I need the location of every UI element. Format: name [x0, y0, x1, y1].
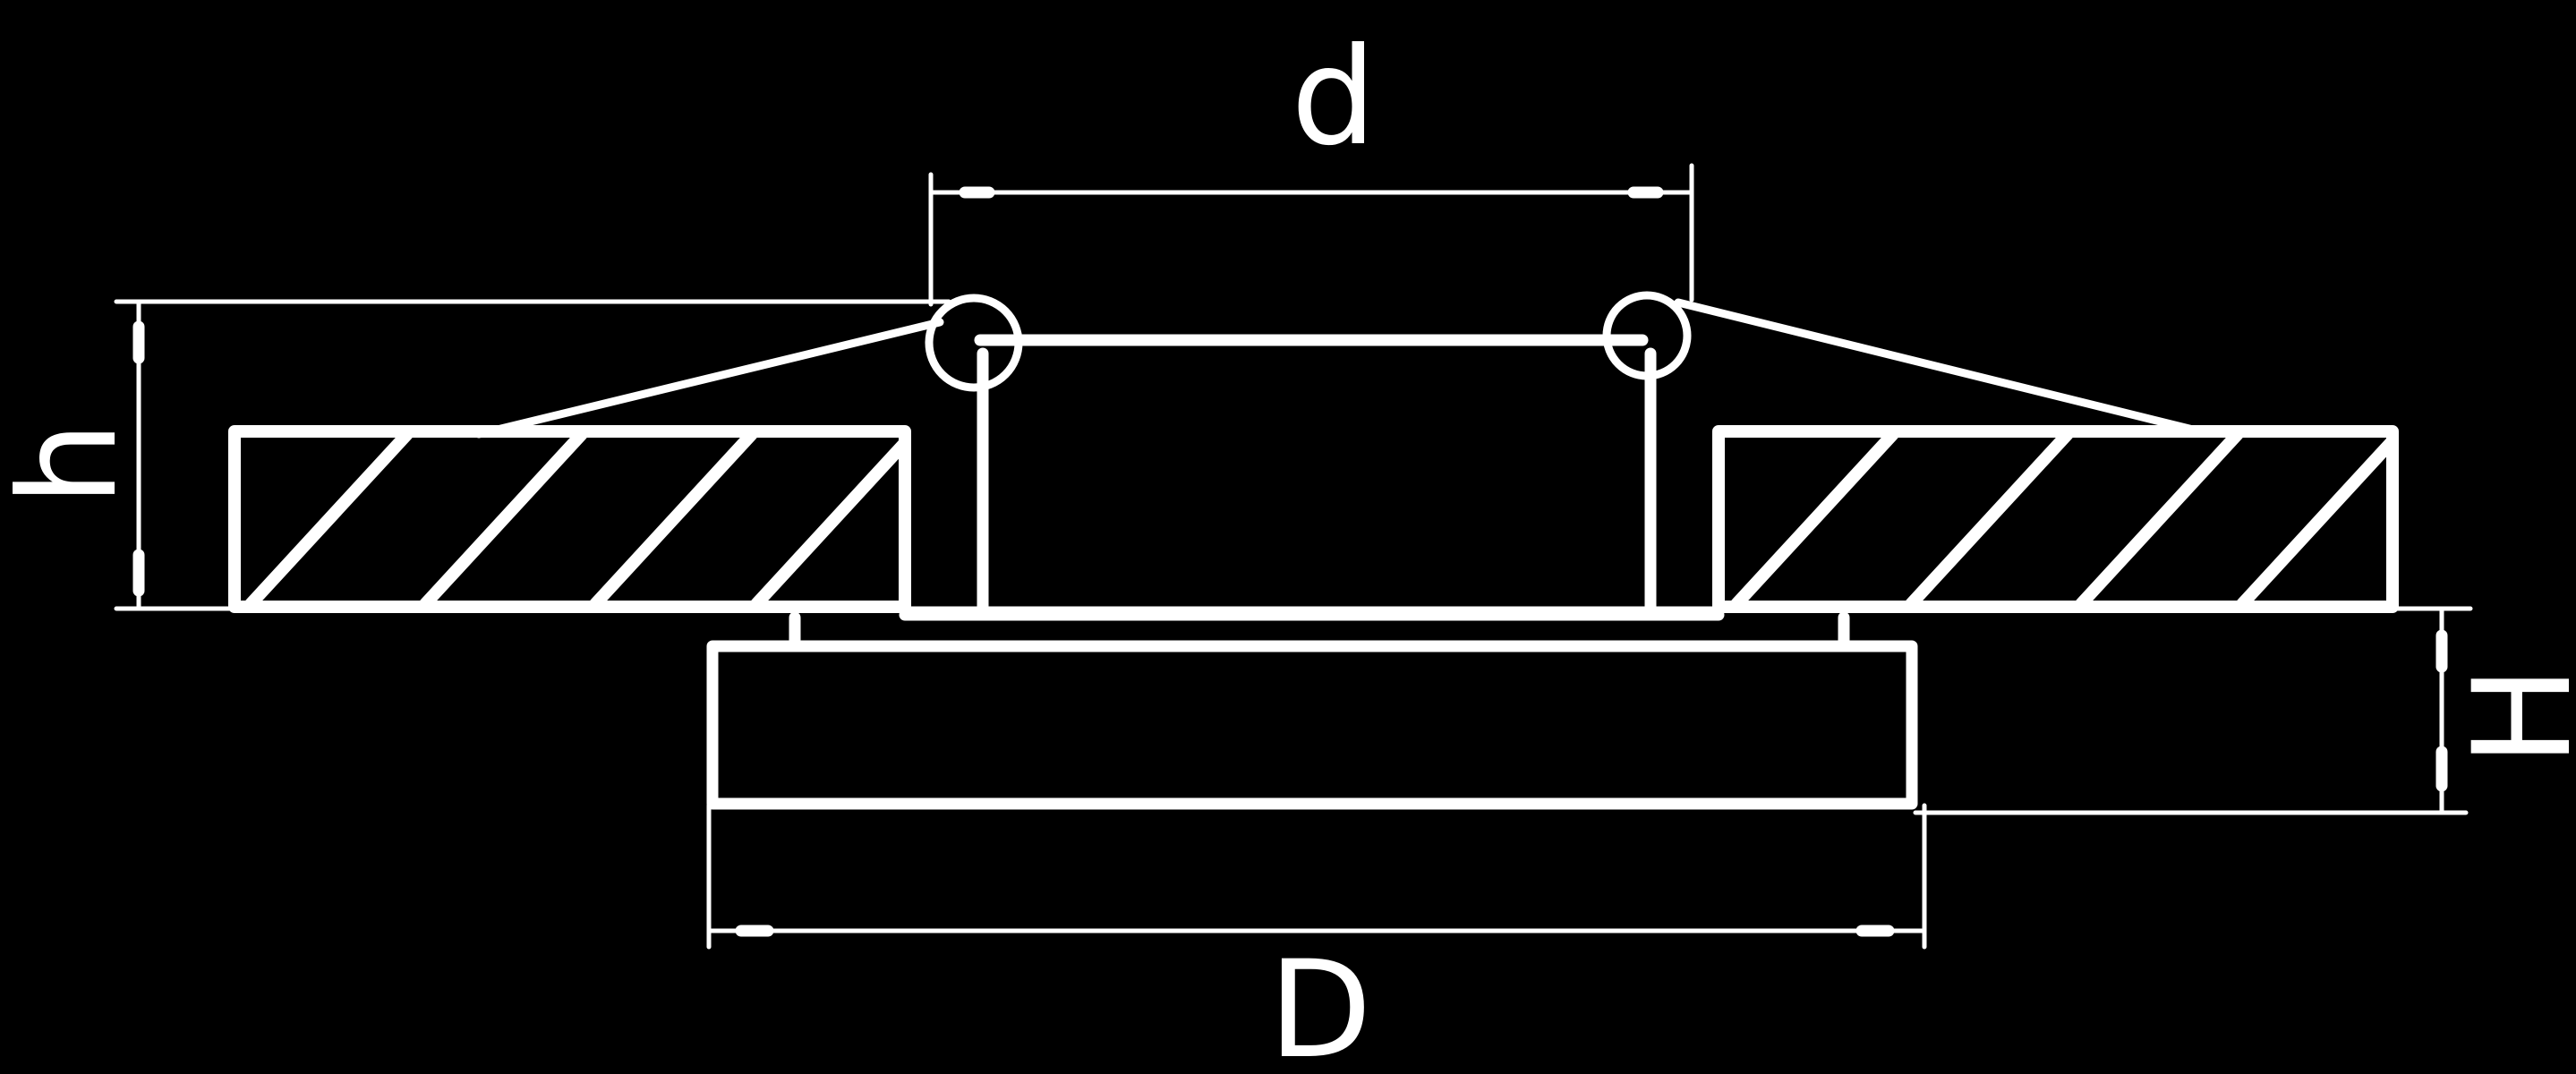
dimension-D-label: D	[1268, 933, 1372, 1074]
mounting-springs	[474, 298, 2197, 439]
dimension-D-line	[706, 803, 1927, 950]
dimension-h-label: h	[0, 421, 147, 506]
dimension-h-line	[114, 299, 951, 611]
dimension-H-line	[1913, 606, 2469, 815]
dimension-d-label: d	[1291, 20, 1376, 175]
dimension-d-line	[928, 163, 1694, 307]
dimension-H-label: H	[2445, 666, 2576, 767]
spring-pivot-left	[925, 294, 1023, 392]
fixture-body	[899, 334, 1725, 621]
trim-ring	[706, 611, 1918, 810]
spring-pivot-right	[1602, 291, 1692, 380]
